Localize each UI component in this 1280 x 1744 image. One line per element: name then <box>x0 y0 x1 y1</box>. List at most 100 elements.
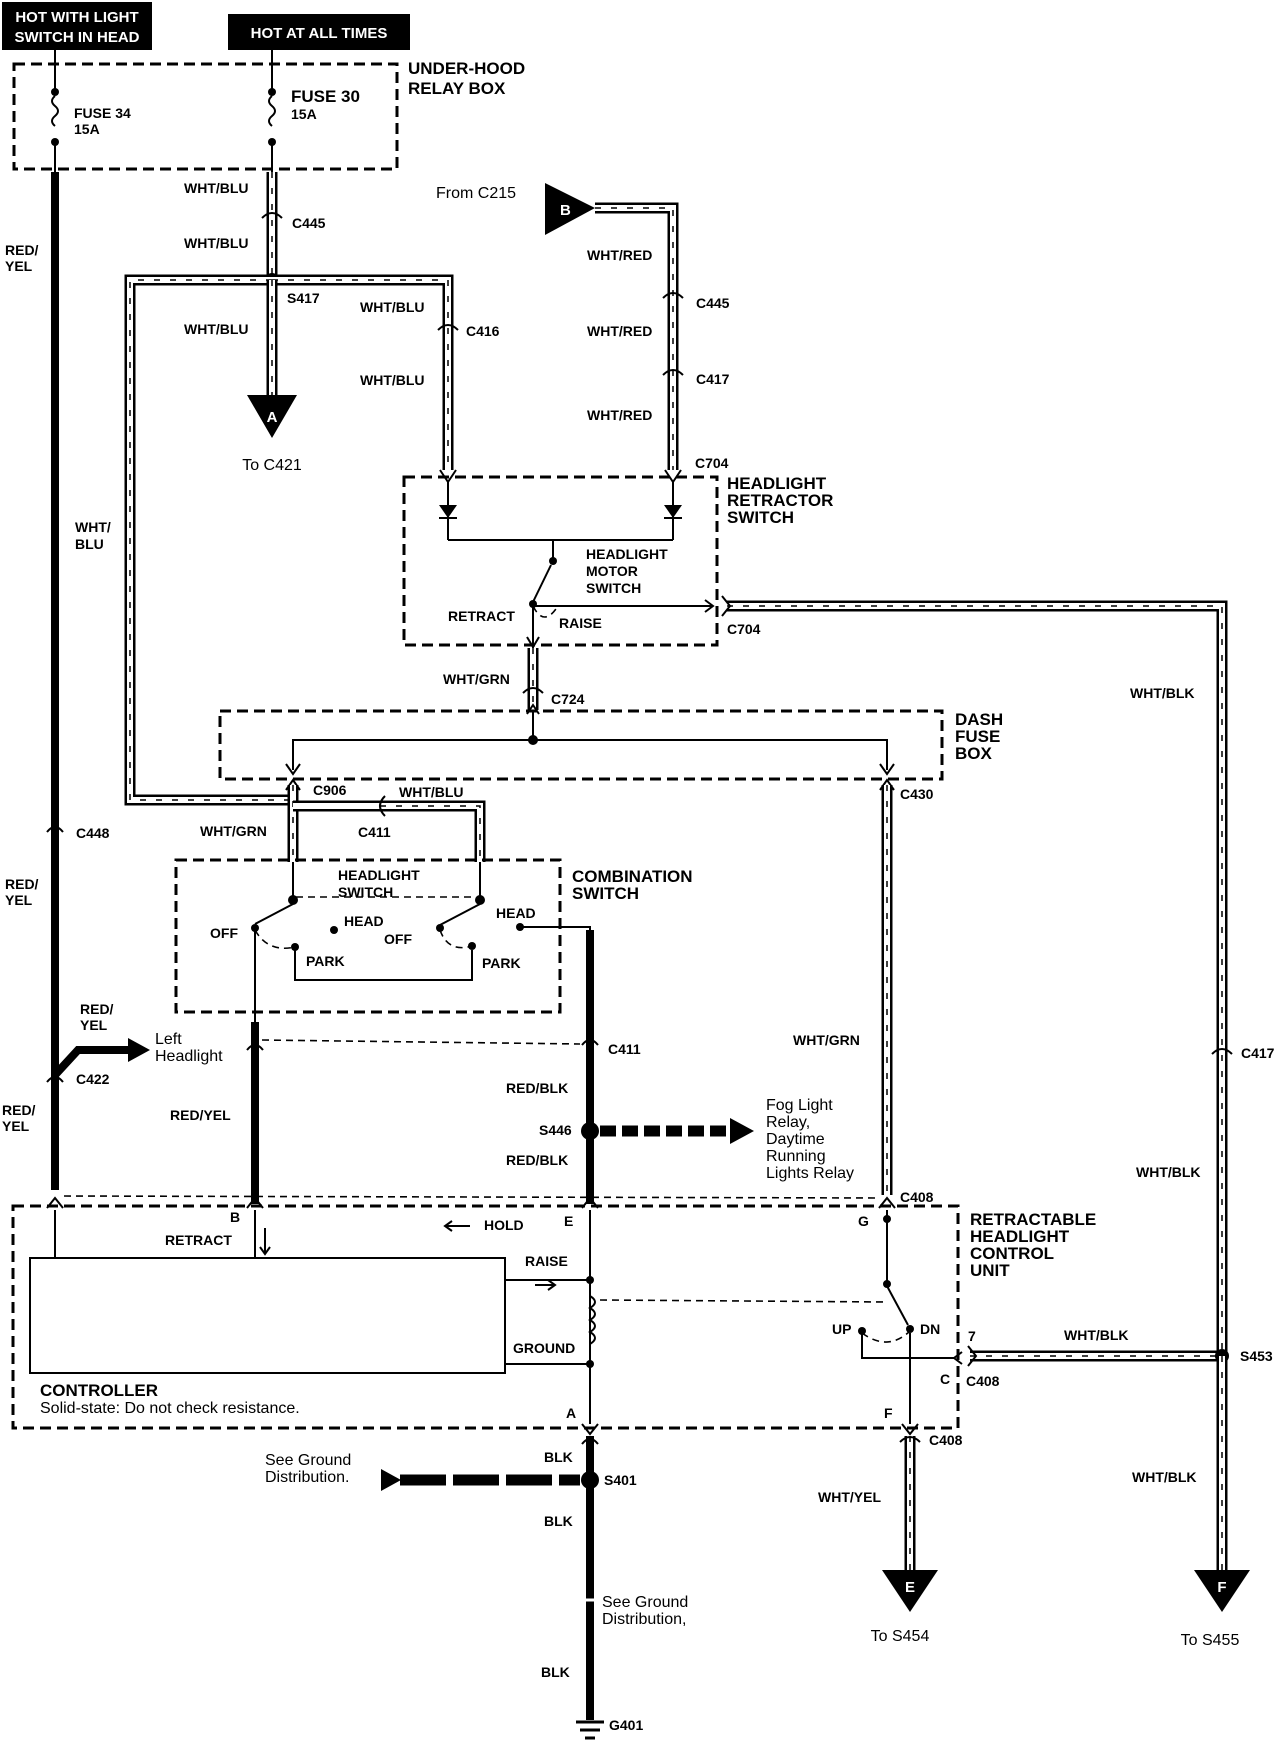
cu-hold-label: HOLD <box>484 1217 524 1233</box>
header-hot-all-times <box>228 14 410 50</box>
connector-c448: C448 <box>76 825 110 841</box>
arrow-ground-distribution-icon <box>381 1469 401 1491</box>
wire-label-blk-1: BLK <box>544 1449 573 1465</box>
wire-label-wht-blu-1: WHT/BLU <box>184 180 249 196</box>
retractor-switch-name-3: SWITCH <box>727 508 794 527</box>
cu-pin-f: F <box>884 1405 893 1421</box>
combination-switch-name-1: COMBINATION <box>572 867 693 886</box>
ref-f-letter: F <box>1217 1579 1226 1596</box>
wire-label-wht-blk-3: WHT/BLK <box>1064 1327 1129 1343</box>
splice-s446: S446 <box>539 1122 572 1138</box>
cu-ground-label: GROUND <box>513 1340 575 1356</box>
connector-c408-b: C408 <box>966 1373 1000 1389</box>
connector-a-triangle-icon <box>247 395 297 438</box>
combination-switch-box <box>174 858 562 1014</box>
headlight-switch-name-1: HEADLIGHT <box>338 867 420 883</box>
wire-label-wht-blu-5: WHT/BLU <box>184 321 249 337</box>
splice-s453: S453 <box>1240 1348 1273 1364</box>
connector-c724: C724 <box>551 691 585 707</box>
connector-c416-icon <box>437 324 459 331</box>
control-unit-name-2: HEADLIGHT <box>970 1227 1070 1246</box>
ref-fog-1: Fog Light <box>766 1097 833 1114</box>
fuse34-name: FUSE 34 <box>74 105 131 121</box>
connector-c408-a: C408 <box>900 1189 934 1205</box>
wire-label-red-yel-1a: RED/ <box>5 242 39 258</box>
wire-label-blk-2: BLK <box>544 1513 573 1529</box>
relay-coil-icon <box>588 1295 596 1345</box>
fuse30-icon <box>268 95 276 127</box>
ref-fog-5: Lights Relay <box>766 1165 854 1182</box>
connector-c422-icon <box>46 1076 64 1083</box>
ref-see-ground-1b: Distribution. <box>265 1469 349 1486</box>
retractor-switch-name-2: RETRACTOR <box>727 491 833 510</box>
wire-label-red-yel-2b: YEL <box>5 892 33 908</box>
fuse34-icon <box>51 95 59 127</box>
wire-label-blk-3: BLK <box>541 1664 570 1680</box>
under-hood-relay-box <box>12 62 399 171</box>
control-unit-name-3: CONTROL <box>970 1244 1054 1263</box>
connector-c417b-icon <box>1211 1048 1233 1055</box>
controller-label: CONTROLLER <box>40 1381 158 1400</box>
retractor-retract-label: RETRACT <box>448 608 515 624</box>
wire-label-wht-yel: WHT/YEL <box>818 1489 881 1505</box>
controller-note: Solid-state: Do not check resistance. <box>40 1400 300 1417</box>
relay-contact-blade-icon <box>886 1285 909 1326</box>
control-unit-box <box>11 1204 960 1430</box>
connector-c411-b: C411 <box>608 1041 641 1057</box>
wire-label-red-yel-4a: RED/ <box>2 1102 36 1118</box>
cu-pin-b: B <box>230 1209 240 1225</box>
motor-switch-name-1: HEADLIGHT <box>586 546 668 562</box>
ref-fog-4: Running <box>766 1148 826 1165</box>
wire-label-wht-grn-2: WHT/GRN <box>200 823 267 839</box>
cu-retract-label: RETRACT <box>165 1232 232 1248</box>
header-hot-all-times-label: HOT AT ALL TIMES <box>251 25 388 42</box>
connector-c704b-icon <box>721 595 732 617</box>
connector-c422: C422 <box>76 1071 110 1087</box>
fuse34-rating: 15A <box>74 121 100 137</box>
wire-label-wht-red-1: WHT/RED <box>587 247 652 263</box>
connector-b-triangle-icon <box>545 183 595 235</box>
dash-fuse-box <box>218 709 944 781</box>
ref-fog-3: Daytime <box>766 1131 825 1148</box>
wire-label-wht-blu-v2: BLU <box>75 536 104 552</box>
connector-c906: C906 <box>313 782 347 798</box>
ref-b-letter: B <box>560 202 571 219</box>
connector-c411-a: C411 <box>358 824 391 840</box>
wire-label-wht-red-3: WHT/RED <box>587 407 652 423</box>
wire-label-red-blk-1: RED/BLK <box>506 1080 568 1096</box>
combination-switch-name-2: SWITCH <box>572 884 639 903</box>
ground-g401: G401 <box>609 1717 643 1733</box>
comb-park-left: PARK <box>306 953 345 969</box>
cu-pin-g: G <box>858 1213 869 1229</box>
wire-label-wht-blu-v1: WHT/ <box>75 519 111 535</box>
control-unit-name-4: UNIT <box>970 1261 1010 1280</box>
connector-c704-b: C704 <box>727 621 761 637</box>
connector-c417-b: C417 <box>1241 1045 1275 1061</box>
connector-f-triangle-icon <box>1194 1570 1250 1612</box>
controller-box <box>29 1257 506 1374</box>
comb-park-right: PARK <box>482 955 521 971</box>
diode-left-icon <box>439 505 457 518</box>
splice-s446-icon <box>581 1122 599 1140</box>
wire-label-wht-grn-1: WHT/GRN <box>443 671 510 687</box>
ref-left-headlight-2: Headlight <box>155 1048 223 1065</box>
ref-a-letter: A <box>267 409 278 426</box>
cu-pin-e: E <box>564 1213 573 1229</box>
connector-c408b-icon <box>967 1345 978 1367</box>
connector-c417-a: C417 <box>696 371 730 387</box>
cu-raise-label: RAISE <box>525 1253 568 1269</box>
ref-see-ground-1a: See Ground <box>265 1452 351 1469</box>
retractor-switch-name-1: HEADLIGHT <box>727 474 827 493</box>
diode-right-icon <box>664 505 682 518</box>
wire-label-wht-blu-2: WHT/BLU <box>184 235 249 251</box>
wire-label-wht-blu-6: WHT/BLU <box>399 784 464 800</box>
connector-c448-icon <box>46 826 64 833</box>
connector-c445-icon <box>261 212 283 219</box>
wire-label-red-yel-3b: YEL <box>80 1017 108 1033</box>
control-unit-name-1: RETRACTABLE <box>970 1210 1096 1229</box>
cu-pin-7: 7 <box>968 1328 976 1344</box>
header-hot-light-switch-line1: HOT WITH LIGHT <box>15 9 138 26</box>
comb-head-mid: HEAD <box>344 913 384 929</box>
connector-e-triangle-icon <box>882 1570 938 1612</box>
connector-c704-a: C704 <box>695 455 729 471</box>
